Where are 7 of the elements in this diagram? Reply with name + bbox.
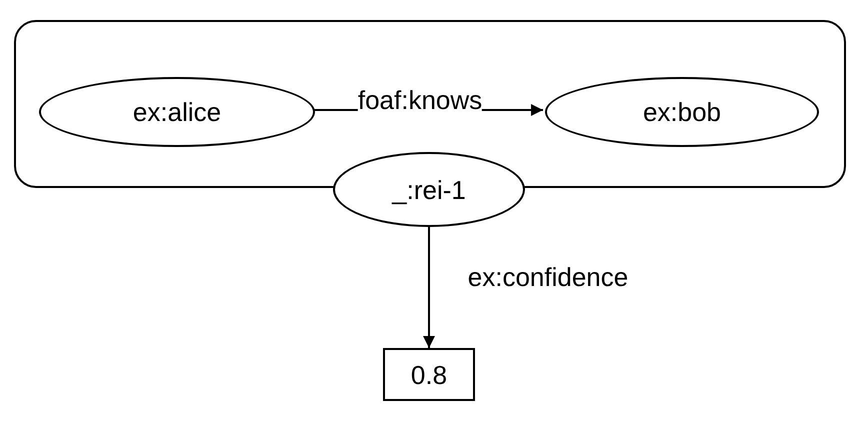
node-label: ex:alice bbox=[132, 99, 222, 125]
arrow bbox=[423, 227, 435, 348]
edge-label: foaf:knows bbox=[358, 87, 482, 113]
literal-box bbox=[383, 348, 475, 401]
node-label: _:rei-1 bbox=[392, 176, 466, 202]
node-label: 0.8 bbox=[410, 362, 448, 388]
node-label: ex:bob bbox=[642, 99, 722, 125]
